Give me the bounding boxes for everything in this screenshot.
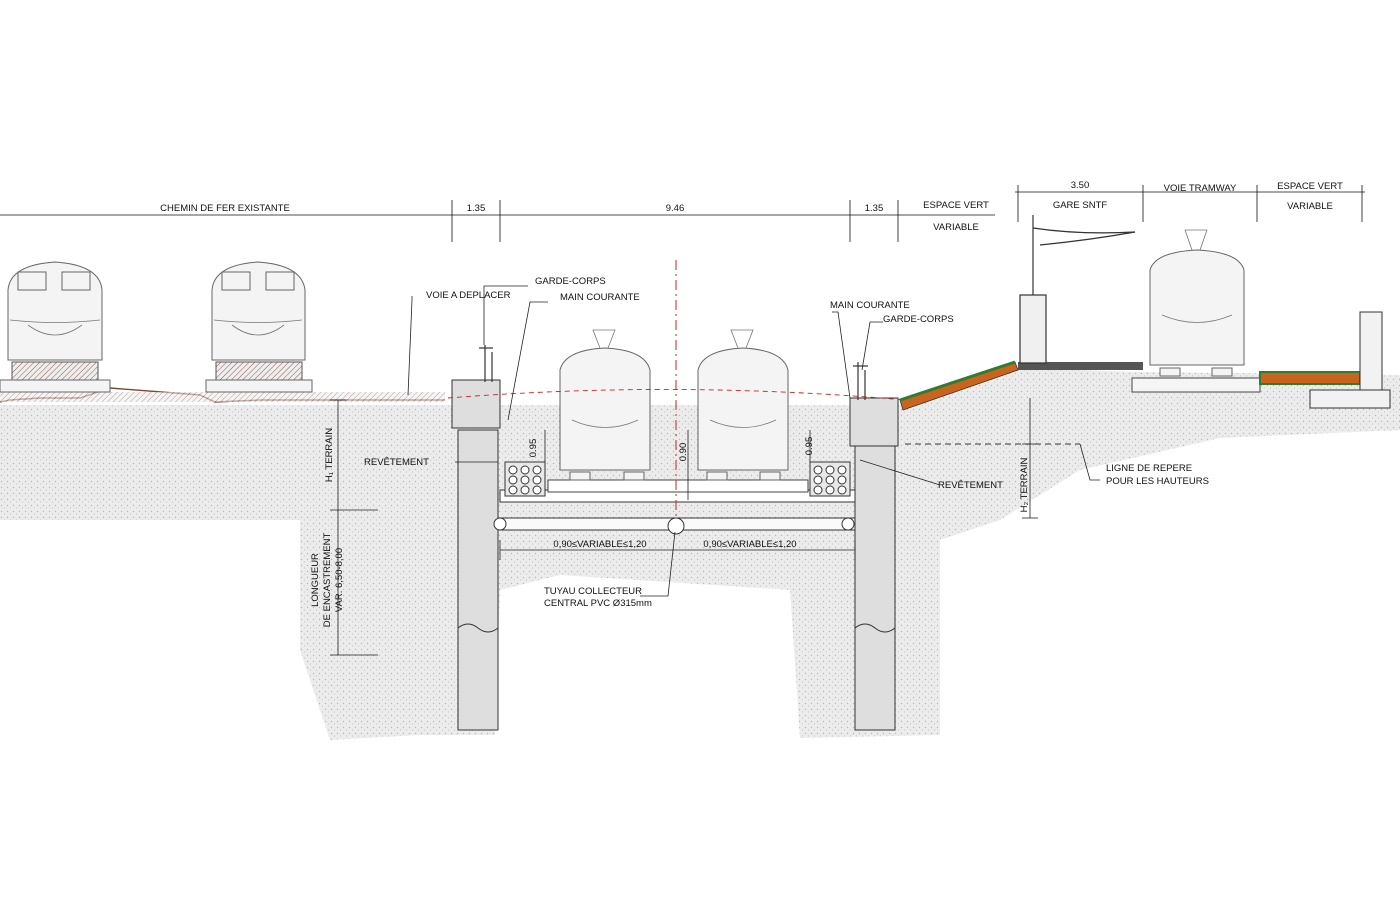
label-ligne-repere-line2: POUR LES HAUTEURS bbox=[1106, 476, 1209, 487]
dim-chemin-de-fer: CHEMIN DE FER EXISTANTE bbox=[160, 203, 290, 214]
garde-corps-right-post bbox=[853, 362, 868, 400]
tramway-platform bbox=[1131, 377, 1261, 393]
label-090: 0.90 bbox=[678, 443, 689, 462]
locomotive-right bbox=[205, 261, 313, 393]
pile-right-break bbox=[854, 623, 896, 633]
label-revetement-right: REVÊTEMENT bbox=[938, 480, 1003, 491]
locomotive-left bbox=[0, 261, 111, 393]
dim-135-right: 1.35 bbox=[865, 203, 884, 214]
label-voie-a-deplacer: VOIE A DEPLACER bbox=[426, 290, 511, 301]
soil-ground-left bbox=[0, 405, 455, 450]
cable-ducts-right bbox=[809, 461, 851, 497]
height-reference-curve bbox=[447, 389, 906, 401]
dim-946: 9.46 bbox=[666, 203, 685, 214]
label-garde-corps-right: GARDE-CORPS bbox=[883, 314, 954, 325]
tram-vehicle-right bbox=[697, 329, 789, 481]
label-h-terrain: H₁ TERRAIN bbox=[324, 428, 335, 482]
drain-pipe-right bbox=[841, 517, 855, 531]
label-longueur-line3: VAR. 6,50-8,00 bbox=[334, 548, 345, 612]
pile-left-break bbox=[457, 623, 499, 633]
dim-350: 3.50 bbox=[1071, 180, 1090, 191]
locomotive-left-stripes bbox=[11, 361, 99, 381]
drain-pipe-center bbox=[667, 517, 685, 535]
dim-voie-tramway: VOIE TRAMWAY bbox=[1164, 183, 1237, 194]
dim-135-left: 1.35 bbox=[467, 203, 486, 214]
label-095-right: 0.95 bbox=[804, 437, 815, 456]
tram-vehicle-left bbox=[559, 329, 651, 481]
label-main-courante-left: MAIN COURANTE bbox=[560, 292, 640, 303]
dim-espace-vert-left: ESPACE VERT bbox=[923, 200, 989, 211]
soil-left-mass bbox=[0, 405, 448, 740]
garde-corps-left-post bbox=[479, 345, 493, 382]
pile-left bbox=[457, 429, 499, 731]
label-garde-corps-left: GARDE-CORPS bbox=[535, 276, 606, 287]
label-ligne-repere-line1: LIGNE DE REPERE bbox=[1106, 463, 1192, 474]
label-h2-terrain: H₂ TERRAIN bbox=[1019, 458, 1030, 513]
label-revetement-left: REVÊTEMENT bbox=[364, 457, 429, 468]
embankment-grass bbox=[899, 360, 1016, 402]
platform-sntf bbox=[1018, 362, 1143, 370]
espace-vert-grass bbox=[1259, 371, 1361, 385]
vertical-dimension-left bbox=[330, 399, 378, 656]
drain-pipe-left bbox=[493, 517, 507, 531]
soil-right-mass bbox=[895, 368, 1400, 540]
label-longueur-line1: LONGUEUR bbox=[310, 553, 321, 607]
label-tuyau-line2: CENTRAL PVC Ø315mm bbox=[544, 598, 652, 609]
label-main-courante-right: MAIN COURANTE bbox=[830, 300, 910, 311]
soil-center-mass bbox=[415, 405, 940, 738]
pile-right bbox=[854, 429, 896, 731]
dim-espace-vert-right: ESPACE VERT bbox=[1277, 181, 1343, 192]
label-variable-span-right: 0,90≤VARIABLE≤1,20 bbox=[703, 539, 796, 550]
cable-ducts-left bbox=[504, 461, 546, 497]
dim-gare-sntf: GARE SNTF bbox=[1053, 200, 1108, 211]
leader-lines bbox=[407, 285, 1100, 597]
dim-variable-right: VARIABLE bbox=[1287, 201, 1333, 212]
cap-beam-left bbox=[451, 379, 501, 429]
label-095-left: 0.95 bbox=[528, 439, 539, 458]
label-variable-span-left: 0,90≤VARIABLE≤1,20 bbox=[553, 539, 646, 550]
label-longueur-line2: DE ENCASTREMENT bbox=[322, 533, 333, 628]
vertical-dimension-right bbox=[1022, 398, 1038, 519]
railway-ballast bbox=[0, 392, 445, 402]
top-dimension-line bbox=[0, 185, 1365, 242]
catenary-pole bbox=[1019, 215, 1136, 364]
tram-vehicle-surface bbox=[1149, 229, 1245, 377]
label-tuyau-line1: TUYAU COLLECTEUR bbox=[544, 586, 642, 597]
cap-beam-right bbox=[849, 397, 899, 447]
locomotive-right-stripes bbox=[215, 361, 303, 381]
small-dimensions bbox=[499, 430, 856, 560]
dim-variable-left: VARIABLE bbox=[933, 222, 979, 233]
retaining-wall bbox=[1309, 311, 1391, 409]
tram-track-bed bbox=[547, 479, 809, 493]
